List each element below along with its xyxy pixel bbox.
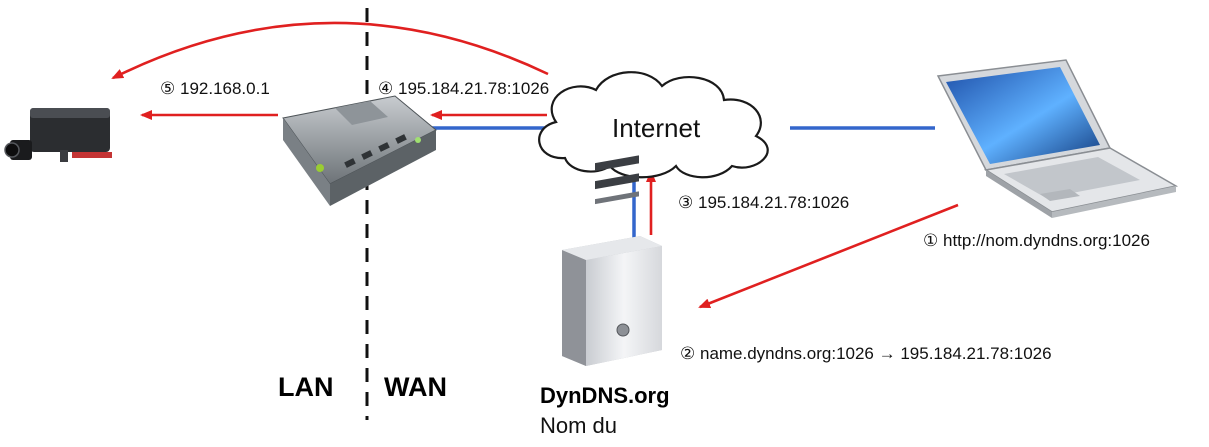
lan-label: LAN [278,372,334,402]
server-subtitle: Nom du [540,413,618,438]
step-5-text: 192.168.0.1 [179,79,270,98]
server-icon [562,155,662,366]
step-4-text: 195.184.21.78:1026 [397,79,550,98]
step-3-label: ③ 195.184.21.78:1026 [678,194,849,211]
server-name: DynDNS.org [540,383,670,408]
step-2-label: ② name.dyndns.org:1026 → 195.184.21.78:1… [680,345,1052,362]
step-3-marker: ③ [678,193,694,212]
ip-camera-icon [4,108,112,162]
cloud-icon [538,71,769,179]
step-3-text: 195.184.21.78:1026 [697,193,850,212]
step-5-label: ⑤ 192.168.0.1 [160,80,270,97]
laptop-icon [936,59,1179,218]
wan-label: WAN [384,372,447,402]
step-2-marker: ② [680,344,696,363]
step-1-label: ① http://nom.dyndns.org:1026 [923,232,1150,249]
step-1-marker: ① [923,231,939,250]
step-1-text: http://nom.dyndns.org:1026 [942,231,1150,250]
arrow-step-4-curve [111,21,549,80]
arrow-step-1 [698,203,959,309]
router-icon [282,95,437,206]
step-4-label: ④ 195.184.21.78:1026 [378,80,549,97]
step-5-marker: ⑤ [160,79,176,98]
step-2-text: name.dyndns.org:1026 → 195.184.21.78:102… [699,344,1052,363]
flow-arrows [111,21,959,309]
cloud-label: Internet [612,113,701,143]
step-4-marker: ④ [378,79,394,98]
